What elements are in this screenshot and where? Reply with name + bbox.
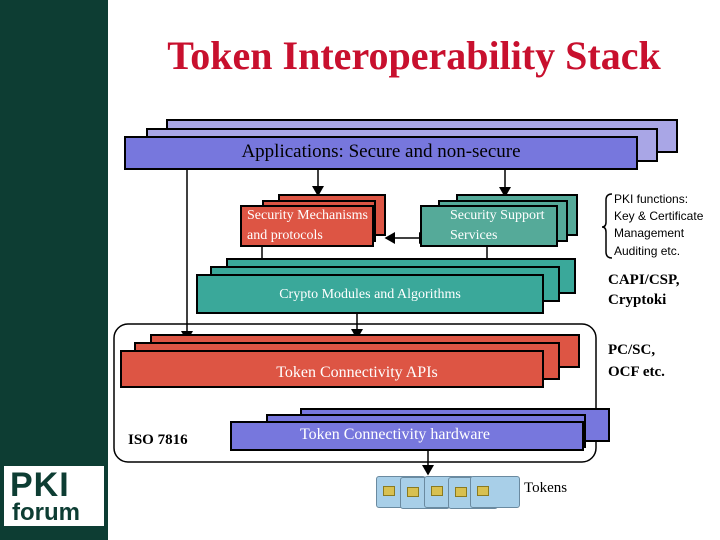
pki-functions-line1: PKI functions: [614, 192, 689, 206]
token-hardware-label: Token Connectivity hardware [300, 426, 490, 443]
pki-forum-logo: PKI forum [4, 466, 104, 526]
security-support-box [420, 205, 558, 247]
page-title: Token Interoperability Stack [167, 33, 661, 78]
security-support-line2: Services [450, 228, 498, 243]
crypto-modules-box [196, 274, 544, 314]
crypto-modules-label: Crypto Modules and Algorithms [279, 287, 461, 302]
pcsc-line1: PC/SC, [608, 342, 656, 358]
token-card-icon [470, 476, 520, 508]
capi-line1: CAPI/CSP, [608, 272, 680, 288]
pki-functions-bracket [601, 193, 613, 259]
logo-text-top: PKI [10, 466, 70, 504]
pki-functions-line4: Auditing etc. [614, 244, 681, 258]
capi-line2: Cryptoki [608, 292, 667, 308]
token-apis-box [120, 350, 544, 388]
security-mechanisms-box [240, 205, 374, 247]
security-mechanisms-line2: and protocols [247, 228, 323, 243]
pki-functions-line2: Key & Certificate [614, 209, 704, 223]
token-apis-label: Token Connectivity APIs [276, 364, 438, 381]
logo-text-bottom: forum [12, 499, 80, 526]
iso-label: ISO 7816 [128, 432, 188, 448]
applications-box [124, 136, 638, 170]
security-support-line1: Security Support [450, 208, 545, 223]
security-mechanisms-line1: Security Mechanisms [247, 208, 368, 223]
sidebar [0, 0, 108, 540]
pcsc-line2: OCF etc. [608, 364, 665, 380]
applications-label: Applications: Secure and non-secure [241, 141, 521, 162]
token-stack-frame [113, 323, 597, 463]
token-hardware-box [230, 421, 584, 451]
pki-functions-line3: Management [614, 226, 685, 240]
tokens-label: Tokens [524, 480, 568, 496]
